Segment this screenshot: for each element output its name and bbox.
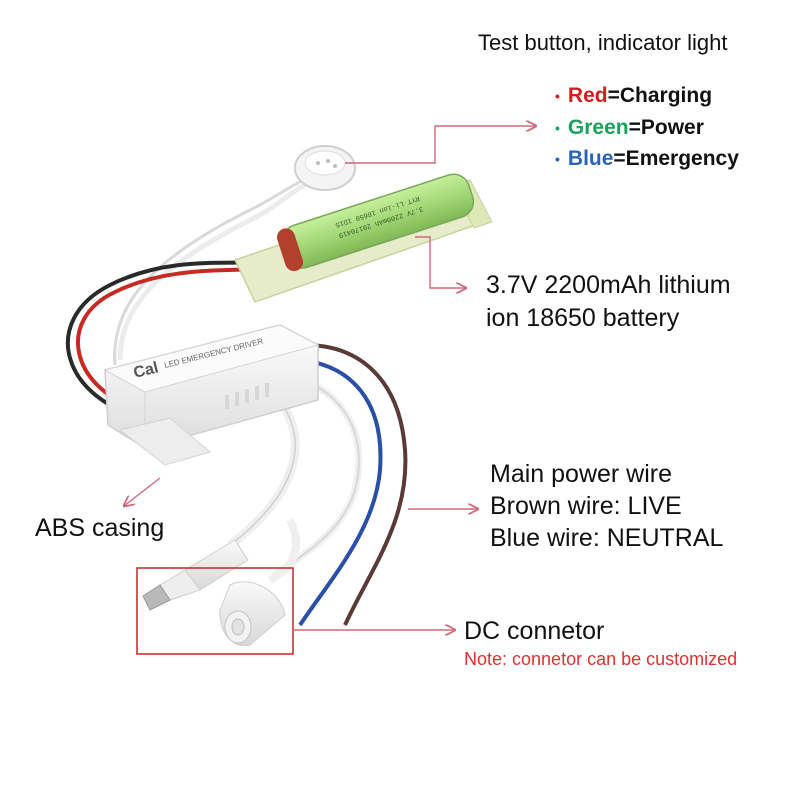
driver-brand: Cal [132,359,160,382]
legend-meaning: =Charging [607,84,713,107]
connector-note: Note: connetor can be customized [464,649,738,669]
legend-bullet-icon: • [555,120,560,137]
legend-row-blue: • Blue=Emergency [555,147,739,171]
battery-18650: RYT Li-ion 18650 1D1S 3.7V 2200mAh 20170… [233,173,493,303]
dc-female-socket [219,518,300,647]
dc-male-plug [142,539,249,611]
connector-label: DC connetor [464,617,605,645]
legend-meaning: =Power [628,116,704,139]
connector-highlight-box [136,567,294,655]
battery-label-line2: ion 18650 battery [486,304,680,332]
white-wire-to-button [113,174,316,366]
legend-row-green: • Green=Power [555,116,704,140]
test-button-title: Test button, indicator light [478,30,728,55]
battery-label-line1: 3.7V 2200mAh lithium [486,271,731,299]
casing-label: ABS casing [35,514,165,542]
legend-row-red: • Red=Charging [555,84,712,108]
callout-test-button [345,126,536,164]
power-wire-line3: Blue wire: NEUTRAL [490,524,724,552]
callout-lines [124,126,536,630]
callout-casing [124,477,161,506]
legend-bullet-icon: • [555,88,560,105]
callout-battery [415,236,466,288]
power-wire-line2: Brown wire: LIVE [490,492,682,520]
test-button-device [294,145,356,191]
legend-color-word: Red [567,84,608,107]
legend-bullet-icon: • [555,151,560,168]
red-black-wires-to-battery [66,260,283,422]
legend-color-word: Blue [567,147,614,170]
legend-meaning: =Emergency [613,147,739,170]
legend-color-word: Green [567,116,629,139]
power-wire-line1: Main power wire [490,460,673,488]
